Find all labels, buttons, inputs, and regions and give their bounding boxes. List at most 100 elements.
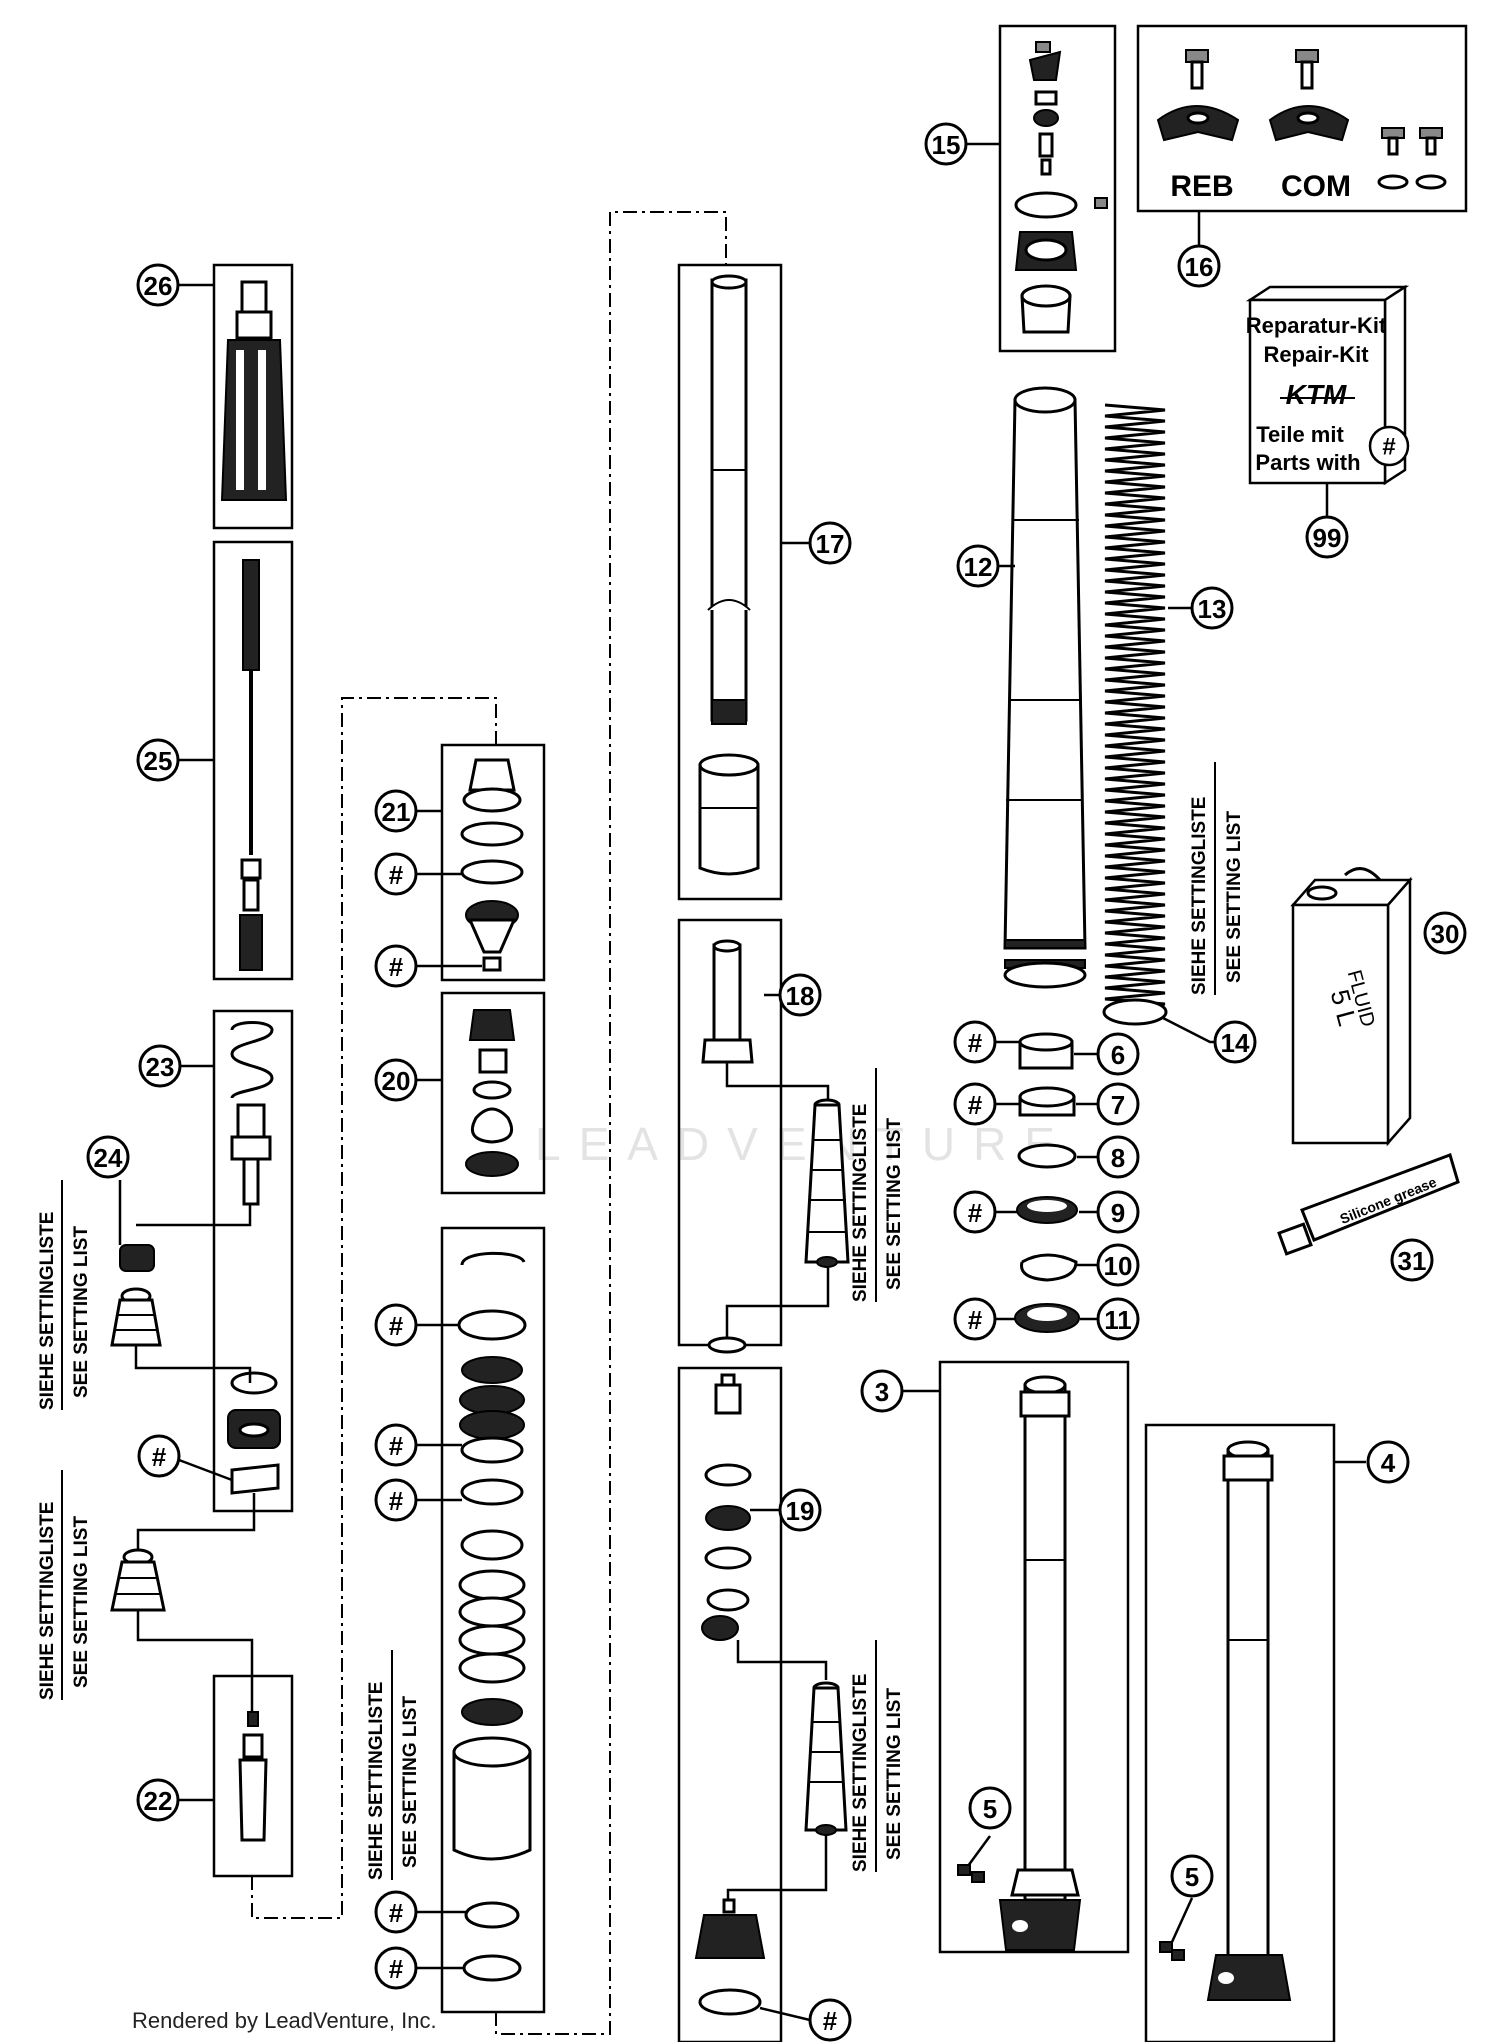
repair-kit-line-2: Repair-Kit xyxy=(1263,342,1369,367)
svg-text:SIEHE SETTINGLISTE: SIEHE SETTINGLISTE xyxy=(1189,797,1210,995)
ktm-logo: KTM xyxy=(1286,379,1347,410)
part-piston-stack xyxy=(452,1251,532,1982)
leader-hash-19 xyxy=(759,2006,811,2022)
svg-text:#: # xyxy=(968,1090,983,1120)
part-23-valve-spring xyxy=(230,1021,274,1206)
part-20-nut-stack xyxy=(465,1009,519,1177)
shim-stack-right-lower xyxy=(804,1681,848,1836)
svg-text:22: 22 xyxy=(144,1786,173,1816)
svg-text:SIEHE SETTINGLISTE: SIEHE SETTINGLISTE xyxy=(850,1104,871,1302)
part-24-bushing xyxy=(119,1244,155,1272)
repair-kit-box: Reparatur-Kit Repair-Kit KTM Teile mit P… xyxy=(1246,284,1410,486)
callout-19: 19 xyxy=(778,1488,822,1532)
group-19-box xyxy=(677,1366,783,2042)
svg-text:#: # xyxy=(389,1311,404,1341)
callout-12: 12 xyxy=(956,544,1000,588)
leader-14 xyxy=(1162,1016,1215,1044)
callout-16: 16 xyxy=(1177,244,1221,288)
repair-kit-line-4: Parts with xyxy=(1255,450,1360,475)
part-21-base-valve xyxy=(460,758,524,972)
svg-text:30: 30 xyxy=(1431,919,1460,949)
callout-hash-piston-5: # xyxy=(374,1946,418,1990)
group-21-box xyxy=(440,743,546,982)
setting-list-label-spring: SIEHE SETTINGLISTE SEE SETTING LIST xyxy=(1189,762,1245,995)
svg-text:14: 14 xyxy=(1221,1028,1250,1058)
callout-23: 23 xyxy=(138,1044,182,1088)
leader-5a xyxy=(966,1835,992,1867)
callout-hash-left: # xyxy=(137,1434,181,1478)
svg-text:#: # xyxy=(389,1431,404,1461)
svg-text:SEE SETTING LIST: SEE SETTING LIST xyxy=(71,1516,92,1688)
callout-21: 21 xyxy=(374,789,418,833)
svg-text:5: 5 xyxy=(983,1794,997,1824)
svg-text:8: 8 xyxy=(1111,1143,1125,1173)
callout-7: 7 xyxy=(1096,1082,1140,1126)
leader-5b xyxy=(1170,1897,1194,1943)
part-7-bushing xyxy=(1018,1086,1076,1117)
shim-stack-upper-left xyxy=(110,1287,162,1347)
svg-text:31: 31 xyxy=(1398,1246,1427,1276)
svg-text:23: 23 xyxy=(146,1052,175,1082)
callout-20: 20 xyxy=(374,1058,418,1102)
callout-3: 3 xyxy=(860,1369,904,1413)
callout-4: 4 xyxy=(1366,1440,1410,1484)
reb-label: REB xyxy=(1170,170,1233,203)
svg-text:9: 9 xyxy=(1111,1198,1125,1228)
assembly-line-left xyxy=(251,697,497,1919)
group-3-box xyxy=(938,1360,1130,1954)
svg-text:26: 26 xyxy=(144,271,173,301)
group-15-box xyxy=(998,24,1117,353)
svg-text:SIEHE SETTINGLISTE: SIEHE SETTINGLISTE xyxy=(850,1674,871,1872)
svg-text:SEE SETTING LIST: SEE SETTING LIST xyxy=(71,1226,92,1398)
svg-text:SIEHE SETTINGLISTE: SIEHE SETTINGLISTE xyxy=(366,1682,387,1880)
callout-hash-7: # xyxy=(953,1082,997,1126)
svg-text:19: 19 xyxy=(786,1496,815,1526)
svg-text:#: # xyxy=(389,952,404,982)
svg-text:SEE SETTING LIST: SEE SETTING LIST xyxy=(884,1118,905,1290)
shim-stack-right-upper xyxy=(804,1098,850,1268)
group-piston-box xyxy=(440,1226,546,2014)
assembly-line-center xyxy=(495,211,727,2035)
callout-99: 99 xyxy=(1305,515,1349,559)
callout-hash-21a: # xyxy=(374,852,418,896)
svg-text:10: 10 xyxy=(1104,1251,1133,1281)
callout-9: 9 xyxy=(1096,1190,1140,1234)
svg-text:5: 5 xyxy=(1185,1862,1199,1892)
svg-text:#: # xyxy=(389,860,404,890)
svg-text:3: 3 xyxy=(875,1377,889,1407)
shim-stack-lower-left xyxy=(110,1548,166,1612)
svg-text:#: # xyxy=(968,1028,983,1058)
repair-kit-line-3: Teile mit xyxy=(1256,422,1344,447)
callout-hash-11: # xyxy=(953,1297,997,1341)
part-8-washer xyxy=(1017,1143,1077,1169)
part-16-screws-washers xyxy=(1377,127,1447,190)
group-26-box xyxy=(212,263,294,530)
watermark: LEADVENTURE xyxy=(535,1118,1073,1170)
callout-hash-piston-4: # xyxy=(374,1890,418,1934)
callout-13: 13 xyxy=(1190,586,1234,630)
leader-19-stack xyxy=(726,1835,828,1912)
svg-text:#: # xyxy=(389,1898,404,1928)
part-10-circlip xyxy=(1020,1253,1078,1282)
svg-text:#: # xyxy=(389,1954,404,1984)
svg-text:SIEHE SETTINGLISTE: SIEHE SETTINGLISTE xyxy=(37,1502,58,1700)
callout-8: 8 xyxy=(1096,1135,1140,1179)
part-11-dust-seal xyxy=(1014,1303,1080,1333)
repair-kit-line-1: Reparatur-Kit xyxy=(1246,313,1387,338)
callout-26: 26 xyxy=(136,263,180,307)
part-23-valve-body xyxy=(227,1371,281,1449)
svg-text:#: # xyxy=(968,1305,983,1335)
group-16-box xyxy=(1136,24,1468,213)
callout-22: 22 xyxy=(136,1778,180,1822)
svg-text:SEE SETTING LIST: SEE SETTING LIST xyxy=(884,1688,905,1860)
svg-text:4: 4 xyxy=(1381,1448,1396,1478)
svg-text:#: # xyxy=(823,2006,838,2036)
callout-31: 31 xyxy=(1390,1238,1434,1282)
group-17-box xyxy=(677,263,783,901)
callout-hash-6: # xyxy=(953,1020,997,1064)
svg-text:15: 15 xyxy=(932,130,961,160)
callout-10: 10 xyxy=(1096,1243,1140,1287)
part-30-fork-fluid-can: FLUID 5 L xyxy=(1290,867,1413,1147)
callout-15: 15 xyxy=(924,122,968,166)
svg-text:18: 18 xyxy=(786,981,815,1011)
